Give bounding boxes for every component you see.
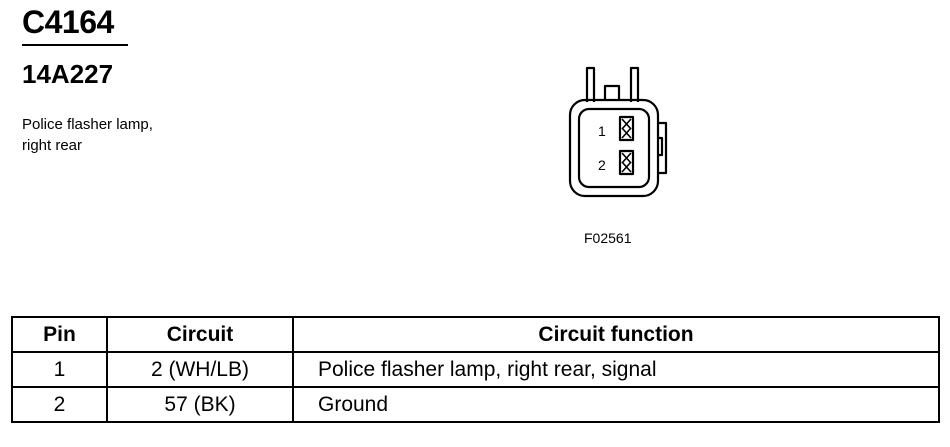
table-row: 2 57 (BK) Ground (11, 386, 940, 423)
cell-circuit: 57 (BK) (106, 386, 294, 423)
connector-face-diagram: 1 2 (568, 66, 668, 198)
title-underline (22, 44, 128, 46)
cell-circuit-function: Ground (292, 386, 940, 423)
figure-code: F02561 (584, 230, 632, 246)
right-lock-tab (629, 66, 640, 102)
header-pin: Pin (11, 316, 108, 353)
cell-pin: 2 (11, 386, 108, 423)
part-number: 14A227 (22, 59, 114, 89)
side-key (658, 121, 668, 175)
left-lock-tab (585, 66, 596, 102)
description-line: Police flasher lamp, (22, 116, 153, 133)
connector-inner-cavity (577, 107, 651, 189)
header-circuit-function: Circuit function (292, 316, 940, 353)
cell-circuit: 2 (WH/LB) (106, 351, 294, 388)
table-row: 1 2 (WH/LB) Police flasher lamp, right r… (11, 351, 940, 388)
connector-outer-housing (568, 98, 660, 198)
terminal-1 (618, 115, 635, 142)
terminal-2 (618, 149, 635, 176)
header-circuit: Circuit (106, 316, 294, 353)
description-line: right rear (22, 137, 83, 154)
connector-id: C4164 (22, 4, 114, 40)
table-header-row: Pin Circuit Circuit function (11, 316, 940, 353)
pinout-table: Pin Circuit Circuit function 1 2 (WH/LB)… (11, 316, 940, 423)
cell-pin: 1 (11, 351, 108, 388)
connector-description: Police flasher lamp, right rear (22, 114, 153, 156)
pin-label-2: 2 (598, 157, 606, 173)
top-latch (603, 84, 621, 100)
side-key-notch (658, 136, 664, 157)
terminal-2-hatch (621, 152, 632, 173)
terminal-1-hatch (621, 118, 632, 139)
cell-circuit-function: Police flasher lamp, right rear, signal (292, 351, 940, 388)
pin-label-1: 1 (598, 123, 606, 139)
